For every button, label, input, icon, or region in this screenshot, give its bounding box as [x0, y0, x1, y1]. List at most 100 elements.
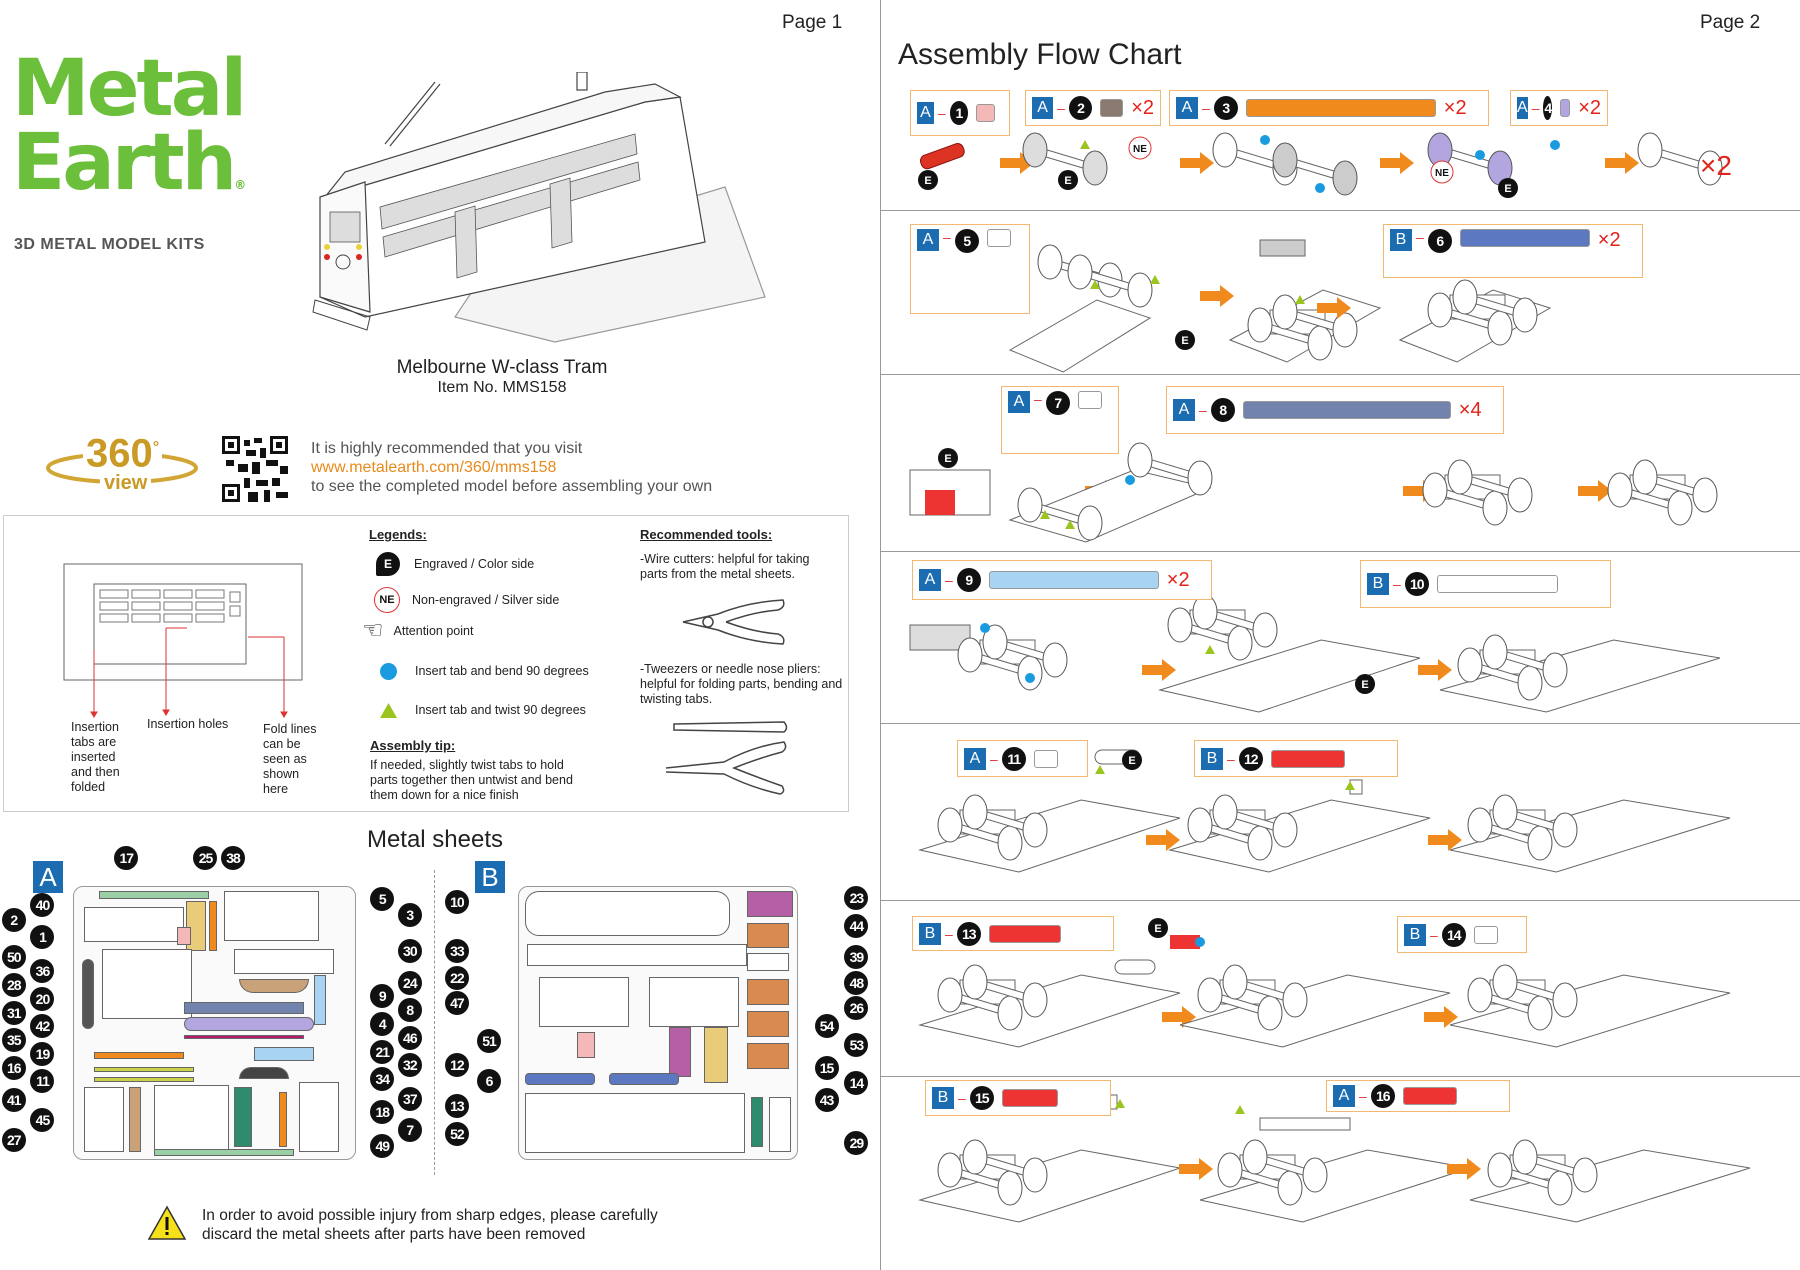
part-1-rolled [920, 143, 965, 170]
part [94, 1067, 194, 1072]
tools-heading: Recommended tools: [640, 527, 773, 542]
part-thumbnail [1459, 229, 1590, 247]
warning-text: In order to avoid possible injury from s… [202, 1206, 658, 1244]
legends-heading: Legends: [369, 527, 427, 542]
wheel-icon [1217, 1152, 1243, 1188]
part [129, 1087, 141, 1152]
green-triangle-icon [1040, 510, 1050, 519]
tweezers-text: -Tweezers or needle nose pliers: helpful… [640, 662, 843, 706]
wire-cutters-text: -Wire cutters: helpful for taking parts … [640, 552, 810, 581]
engraved-e-label: E [1504, 183, 1511, 195]
wheel-icon [1302, 1157, 1328, 1193]
wheel-icon [1632, 459, 1658, 495]
engraved-e-icon [918, 170, 938, 190]
wheel-icon [1482, 634, 1508, 670]
wheel-icon [997, 1170, 1023, 1206]
blue-dot-icon [980, 623, 990, 633]
fold-diagram [63, 563, 303, 718]
side-frame [1259, 239, 1306, 257]
qr-code[interactable] [222, 436, 288, 502]
wheel-icon [1527, 995, 1553, 1031]
wheel-icon [1017, 487, 1043, 523]
non-engraved-ne-label: NE [1435, 168, 1449, 179]
part-number-badge: 16 [1370, 1084, 1395, 1108]
recommendation-text: It is highly recommended that you visit … [311, 439, 712, 496]
part-number-label: 32 [397, 1053, 422, 1078]
legend-twist: Insert tab and twist 90 degrees [380, 703, 586, 718]
step-callout-9: A–9×2 [912, 560, 1212, 600]
wheel-icon [1082, 150, 1108, 186]
wheel-icon [1022, 1157, 1048, 1193]
engraved-e-icon [1175, 330, 1195, 350]
engraved-e-label: E [924, 175, 931, 187]
part [525, 1073, 595, 1085]
part-thumbnail [1436, 575, 1558, 593]
wheel-icon [1457, 647, 1483, 683]
part-number-label: 34 [370, 1067, 395, 1092]
dash: – [1416, 229, 1424, 245]
part-number-badge: 6 [1427, 229, 1452, 253]
fold-lines-label: Fold lines can be seen as shown here [263, 722, 317, 796]
legend-label: Insert tab and twist 90 degrees [415, 703, 586, 717]
part-number-badge: 13 [956, 921, 981, 946]
green-triangle-icon [1150, 275, 1160, 284]
part-number-label: 2 [1, 907, 26, 932]
blue-dot-icon [1550, 140, 1560, 150]
wheel-icon [1127, 272, 1153, 308]
part-number-label: 4 [370, 1012, 395, 1037]
view-360-number: 360° [83, 426, 163, 476]
engraved-e-label: E [1181, 335, 1188, 347]
part [84, 907, 184, 942]
website-link[interactable]: www.metalearth.com/360/mms158 [311, 459, 557, 476]
warning-line2: discard the metal sheets after parts hav… [202, 1226, 586, 1243]
step-callout-12: B–12 [1194, 740, 1398, 777]
sheet-letter-badge: B [919, 922, 941, 945]
row-divider [880, 210, 1800, 211]
logo-earth: Earth® [12, 124, 246, 222]
part [184, 1035, 304, 1039]
step-callout-4: A–4×2 [1510, 90, 1608, 126]
part-number-label: 20 [30, 986, 55, 1011]
part-number-label: 3 [397, 902, 422, 927]
engraved-e-icon [1355, 674, 1375, 694]
blue-dot-icon [1315, 183, 1325, 193]
page-divider [880, 0, 881, 1270]
part [94, 1052, 184, 1059]
part [102, 949, 192, 1019]
wheel-icon [982, 624, 1008, 660]
part-number-label: 43 [814, 1087, 839, 1112]
part [539, 977, 629, 1027]
logo-tagline: 3D METAL MODEL KITS [14, 236, 205, 253]
part-number-label: 13 [444, 1093, 469, 1118]
legend-label: Non-engraved / Silver side [412, 592, 560, 607]
blue-dot-icon [1125, 475, 1135, 485]
wheel-icon [1547, 1170, 1573, 1206]
part [747, 979, 789, 1005]
wheel-icon [1512, 1139, 1538, 1175]
wheel-icon [1492, 794, 1518, 830]
blue-dot-icon [1260, 135, 1270, 145]
chassis-plate [1158, 639, 1421, 713]
sheet-letter-badge: B [1201, 747, 1223, 770]
view-360-badge[interactable]: 360° view [45, 426, 200, 498]
engraved-e-icon [1058, 170, 1078, 190]
wheel-icon [962, 964, 988, 1000]
orange-arrow-icon [1180, 152, 1214, 174]
green-triangle-icon [1345, 781, 1355, 790]
wheel-icon [1272, 812, 1298, 848]
orange-arrow-icon [1317, 297, 1351, 319]
green-triangle-icon [1235, 1105, 1245, 1114]
part-number-label: 48 [844, 970, 869, 995]
wheel-icon [1227, 625, 1253, 661]
part [94, 1077, 194, 1082]
recommendation-line3: to see the completed model before assemb… [311, 478, 713, 495]
dash: – [1034, 391, 1042, 407]
insertion-holes-label: Insertion holes [147, 717, 229, 731]
sheet-letter-badge: A [919, 569, 941, 591]
part-thumbnail [988, 924, 1061, 943]
part-number-label: 35 [1, 1028, 26, 1053]
step-callout-3: A–3×2 [1169, 90, 1489, 126]
sheet-letter-badge: A [1173, 399, 1195, 421]
wheel-icon [962, 794, 988, 830]
